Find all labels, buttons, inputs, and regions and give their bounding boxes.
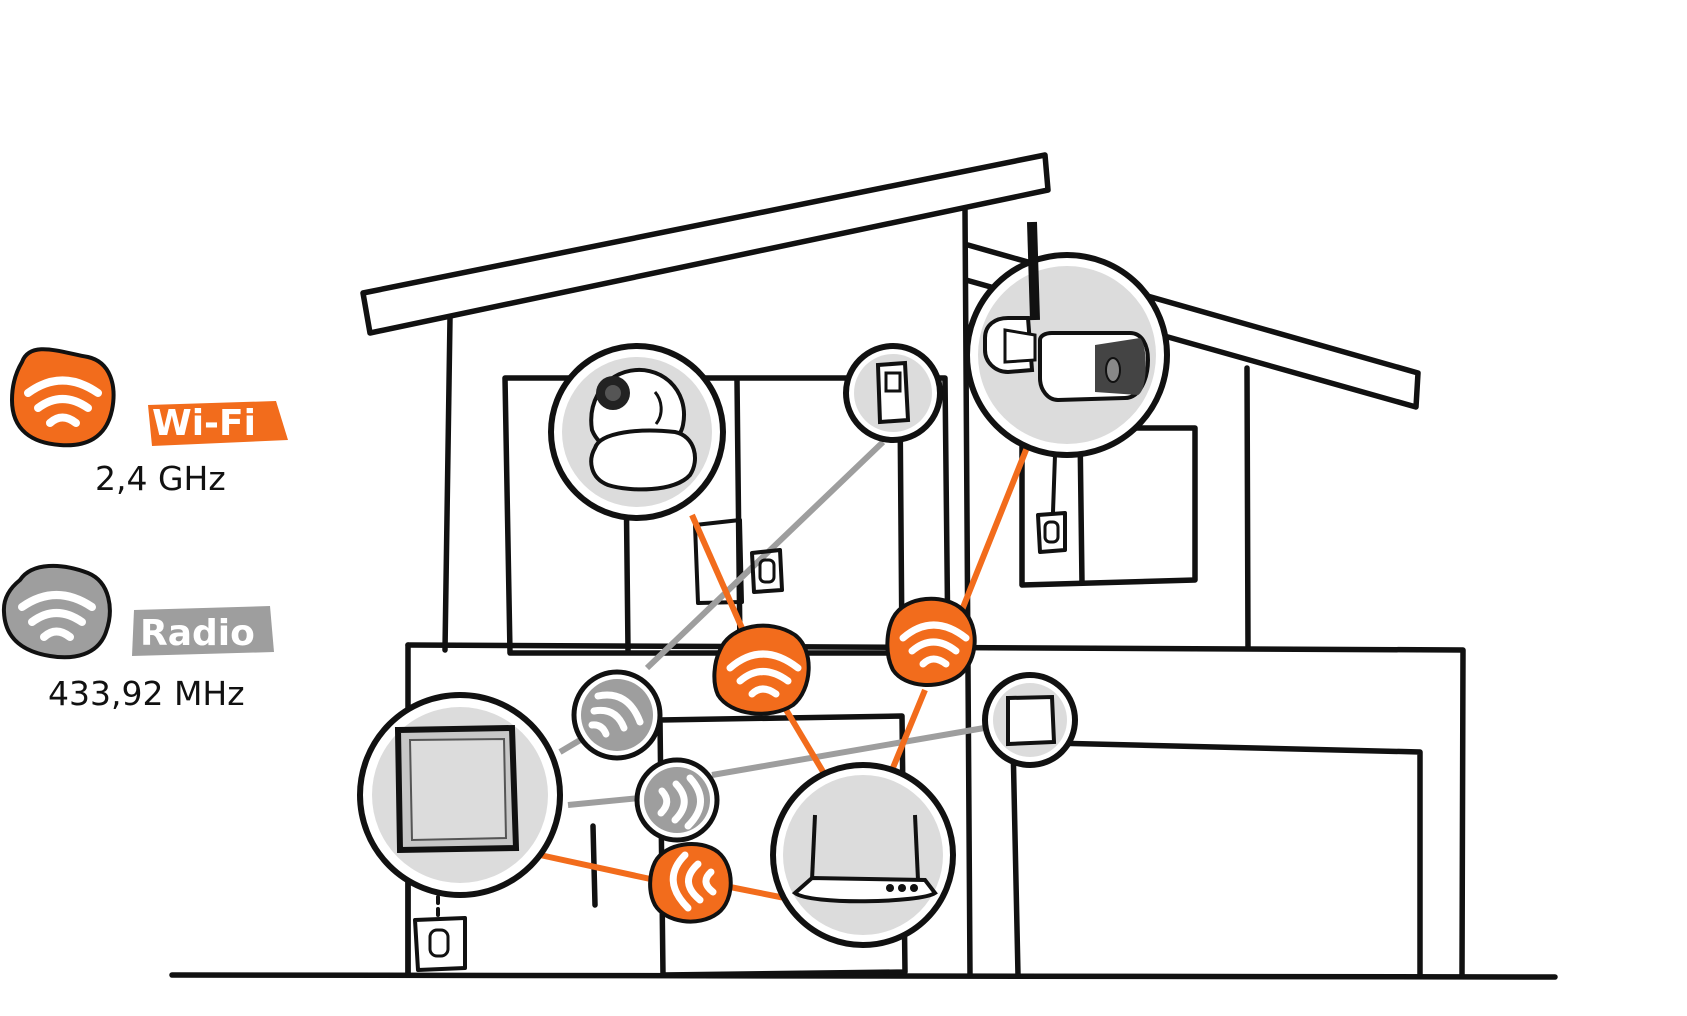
control-panel-icon	[394, 724, 520, 854]
indoor-camera	[548, 343, 726, 521]
legend-radio-frequency: 433,92 MHz	[48, 674, 245, 713]
wifi-icon-arc-inner	[46, 413, 80, 427]
wifi-icon	[669, 851, 717, 912]
window-sensor-icon	[1006, 694, 1057, 747]
wifi-icon	[588, 691, 644, 738]
upper-window-divider-2	[734, 377, 743, 653]
wifi-link-router-left	[782, 706, 828, 777]
radio-repeater-bottom	[634, 757, 720, 843]
legend-wifi-badge	[148, 401, 288, 446]
lock-sensor-upper	[750, 548, 784, 594]
roof-right	[963, 242, 1421, 410]
wifi-repeater-right	[885, 596, 977, 687]
window-sensor	[982, 672, 1078, 768]
radio-repeater-top	[571, 669, 663, 761]
router	[770, 762, 956, 948]
right-block-wall-right	[1244, 365, 1251, 651]
outdoor-camera	[964, 221, 1170, 458]
legend-wifi-label: Wi-Fi	[152, 403, 256, 444]
wifi-link-router-right	[887, 688, 928, 777]
left-block-wall-left	[442, 315, 453, 653]
legend-wifi-frequency: 2,4 GHz	[95, 459, 226, 498]
legend: Wi-Fi 2,4 GHz Radio 433,92 MHz	[1, 347, 288, 713]
roof-left	[360, 152, 1051, 336]
garage-door-left	[1010, 739, 1021, 978]
bullet-camera-icon	[983, 221, 1151, 403]
wifi-icon	[657, 774, 704, 830]
legend-radio-badge	[132, 606, 274, 656]
radio-icon-arc-outer	[18, 591, 96, 611]
legend-wifi: Wi-Fi 2,4 GHz	[9, 347, 288, 498]
radio-icon-arc-inner	[40, 627, 74, 641]
wifi-icon-arc-middle	[34, 395, 92, 412]
lock-sensor-right	[1036, 453, 1067, 554]
wifi-repeater-bottom	[648, 842, 733, 924]
radio-link-window-sensor	[711, 724, 991, 778]
wifi-icon	[726, 650, 802, 698]
ground-line	[169, 972, 1558, 980]
legend-radio-label: Radio	[140, 613, 255, 654]
repeaters	[571, 596, 977, 924]
wifi-link-panel	[539, 852, 656, 883]
wifi-link-outdoor-camera	[957, 443, 1031, 617]
control-panel	[357, 692, 563, 898]
door-sensor	[843, 343, 943, 443]
radio-link-panel-bottom	[567, 795, 641, 808]
wifi-repeater-left	[712, 623, 811, 716]
radio-icon-arc-middle	[28, 609, 86, 626]
connections	[539, 439, 1031, 901]
wifi-icon-arc-outer	[24, 376, 102, 397]
pan-tilt-camera-icon	[589, 368, 697, 492]
devices	[357, 221, 1170, 948]
router-icon	[791, 814, 938, 904]
wall-sensors	[413, 453, 1067, 972]
wifi-icon	[899, 621, 970, 668]
wifi-link-router-bottom	[729, 884, 786, 901]
wifi-link-indoor-camera	[689, 513, 748, 637]
radio-link-door-sensor	[644, 439, 886, 671]
small-window	[693, 518, 744, 605]
door-sensor-icon	[875, 360, 911, 425]
legend-radio: Radio 433,92 MHz	[1, 563, 274, 713]
garage-frame	[1010, 739, 1423, 978]
